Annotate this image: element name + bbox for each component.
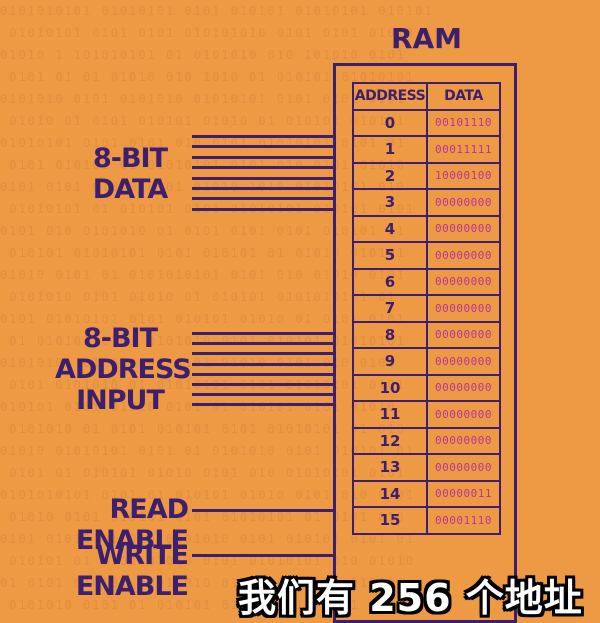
data-cell: 00101110 xyxy=(426,108,501,137)
data-cell: 00000000 xyxy=(426,214,501,243)
address-cell: 6 xyxy=(352,267,428,296)
address-bus-wire xyxy=(192,403,333,407)
video-subtitle: 我们有 256 个地址 xyxy=(238,576,583,620)
address-input-label: 8-BIT ADDRESS INPUT xyxy=(55,323,192,416)
data-bus-wire xyxy=(192,207,333,211)
address-cell: 10 xyxy=(352,373,428,402)
address-bus-wire xyxy=(192,332,333,335)
read-enable-wire xyxy=(192,509,333,512)
data-label-line-1: 8-BIT xyxy=(92,143,168,174)
write-enable-label: WRITE ENABLE xyxy=(75,540,189,602)
data-cell: 00000000 xyxy=(426,426,501,455)
data-bus-wire xyxy=(192,155,333,159)
address-bus-wire xyxy=(192,372,333,376)
read-enable-label: READ ENABLE xyxy=(75,494,189,556)
address-cell: 7 xyxy=(352,294,428,323)
data-cell: 00000000 xyxy=(426,188,501,217)
address-cell: 5 xyxy=(352,241,428,270)
data-cell: 00000011 xyxy=(426,479,501,508)
data-cell: 00000000 xyxy=(426,373,501,402)
data-cell: 00000000 xyxy=(426,400,501,429)
address-cell: 9 xyxy=(352,347,428,376)
address-cell: 1 xyxy=(352,135,428,164)
data-cell: 00000000 xyxy=(426,241,501,270)
data-cell: 00000000 xyxy=(426,267,501,296)
data-bus-wire xyxy=(192,197,333,201)
address-cell: 13 xyxy=(352,453,428,482)
data-bus-wire xyxy=(192,176,333,180)
address-label-line-3: INPUT xyxy=(76,385,165,416)
address-cell: 12 xyxy=(352,426,428,455)
data-column-header: DATA xyxy=(426,82,501,111)
data-cell: 00000000 xyxy=(426,453,501,482)
address-cell: 2 xyxy=(352,161,428,190)
data-label-line-2: DATA xyxy=(92,174,168,205)
data-bus-wire xyxy=(192,166,333,170)
data-cell: 00000000 xyxy=(426,294,501,323)
address-cell: 14 xyxy=(352,479,428,508)
data-bus-wire xyxy=(192,145,333,149)
address-cell: 11 xyxy=(352,400,428,429)
address-label-line-1: 8-BIT xyxy=(82,323,158,354)
ram-title: RAM xyxy=(390,22,463,55)
address-label-line-2: ADDRESS xyxy=(55,354,192,385)
address-cell: 15 xyxy=(352,506,428,535)
data-cell: 00001110 xyxy=(426,506,501,535)
data-bus-wire xyxy=(192,187,333,190)
data-cell: 00011111 xyxy=(426,135,501,164)
data-cell: 00000000 xyxy=(426,347,501,376)
address-bus-wire xyxy=(192,362,333,366)
data-bus-wire xyxy=(192,135,333,138)
address-column-header: ADDRESS xyxy=(352,82,428,111)
address-cell: 3 xyxy=(352,188,428,217)
address-bus-wire xyxy=(192,383,333,386)
data-cell: 10000100 xyxy=(426,161,501,190)
address-cell: 4 xyxy=(352,214,428,243)
data-label: 8-BIT DATA xyxy=(70,143,190,205)
ram-table-header-row: ADDRESS DATA xyxy=(352,82,501,111)
write-enable-wire xyxy=(192,554,333,557)
address-bus-wire xyxy=(192,352,333,356)
address-cell: 0 xyxy=(352,108,428,137)
address-bus-wire xyxy=(192,342,333,346)
address-bus-wire xyxy=(192,393,333,397)
data-cell: 00000000 xyxy=(426,320,501,349)
address-cell: 8 xyxy=(352,320,428,349)
